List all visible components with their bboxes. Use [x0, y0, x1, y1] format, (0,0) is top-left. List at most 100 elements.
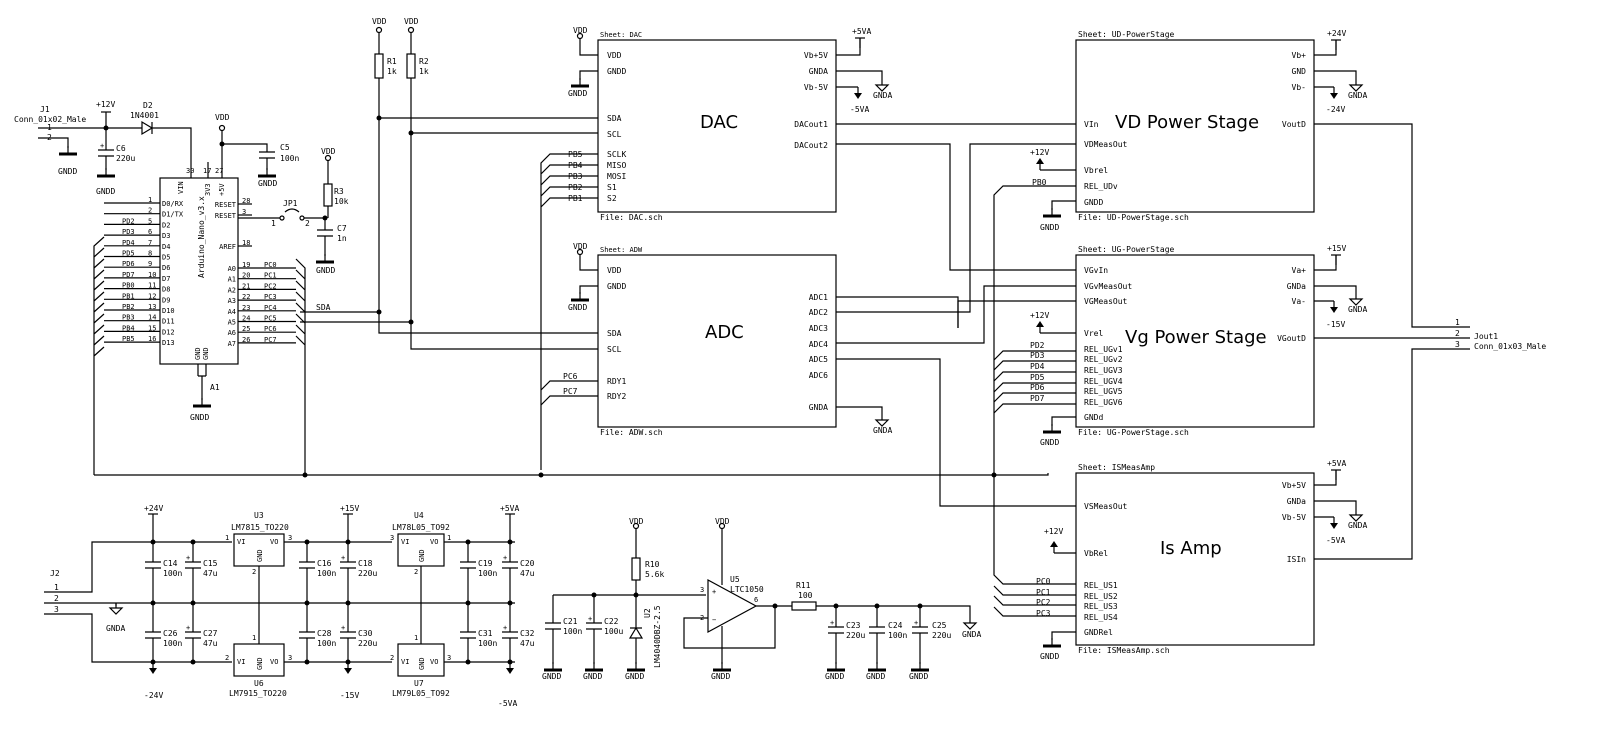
sheet-is-amp[interactable]: Sheet: ISMeasAmp File: ISMeasAmp.sch Is … [1036, 463, 1315, 655]
pin-label: A0 [228, 265, 236, 273]
pin-label: Vb+ [1292, 51, 1307, 60]
pin-label: RESET [215, 212, 237, 220]
sheet-vg-file: File: UG-PowerStage.sch [1078, 428, 1189, 437]
component-value: 220u [846, 631, 865, 640]
pin-label: GND [194, 347, 202, 360]
jumper-jp1[interactable]: JP1 1 2 [271, 199, 310, 228]
resistor-r1[interactable]: R1 1k [374, 44, 397, 312]
net-label: -15V [340, 691, 359, 700]
pin-number: 9 [148, 260, 152, 268]
net-label: GNDD [258, 179, 277, 188]
component-ref: C30 [358, 629, 373, 638]
net-label: PD7 [1030, 394, 1045, 403]
svg-text:+: + [503, 554, 507, 562]
component-value: 10k [334, 197, 349, 206]
sheet-adc[interactable]: Sheet: ADW File: ADW.sch ADC VDD GNDD SD… [563, 246, 837, 437]
pin-label: VDD [607, 51, 622, 60]
net-label: VDD [321, 147, 336, 156]
component-ref: J2 [50, 569, 60, 578]
capacitor-c22[interactable]: + C22 100u [586, 595, 623, 664]
net-label: PC0 [1036, 577, 1051, 586]
pin-number: 5 [148, 217, 152, 225]
pin-label: VI [237, 658, 245, 666]
pin-label: VI [401, 658, 409, 666]
reference-u2[interactable]: U2 LM4040DBZ-2.5 [628, 595, 662, 668]
pin-number: 20 [242, 272, 250, 280]
sheet-vg-power-stage[interactable]: Sheet: UG-PowerStage File: UG-PowerStage… [1030, 245, 1315, 437]
component-value: 100n [888, 631, 907, 640]
pin-number: 28 [242, 197, 250, 205]
resistor-r3[interactable]: R3 10k [323, 172, 349, 218]
pin-label: GNDa [1287, 282, 1306, 291]
diode-d2[interactable]: D2 1N4001 [130, 101, 159, 136]
component-value: 1k [419, 67, 429, 76]
pin-label: VGoutD [1277, 334, 1306, 343]
pin-label: Vbrel [1084, 166, 1108, 175]
net-label: GNDD [1040, 438, 1059, 447]
resistor-r2[interactable]: R2 1k [406, 44, 429, 322]
component-value: 220u [358, 569, 377, 578]
pin-number: 22 [242, 293, 250, 301]
component-value: 220u [932, 631, 951, 640]
component-value: 100n [563, 627, 582, 636]
capacitor-c5[interactable]: C5 100n [259, 143, 299, 170]
pin-label: VI [237, 538, 245, 546]
net-label: PC1 [264, 272, 277, 280]
capacitor-c25[interactable]: + C25 220u [912, 606, 951, 664]
capacitor-c23[interactable]: + C23 220u [828, 606, 865, 664]
component-value: 100n [317, 639, 336, 648]
pin-number: 25 [242, 325, 250, 333]
pin-number: 1 [271, 219, 276, 228]
net-label: PC3 [264, 293, 277, 301]
opamp-u5[interactable]: + − 3 2 6 U5 LTC1050 [700, 575, 764, 634]
resistor-r10[interactable]: R10 5.6k [631, 540, 664, 595]
pin-label: S1 [607, 183, 617, 192]
component-ref: R11 [796, 581, 811, 590]
pin-label: A2 [228, 286, 236, 294]
component-ref: C7 [337, 224, 347, 233]
arduino-nano-a1[interactable]: Arduino_Nano_v3.x A1 VIN 30 17 27 3V3 +5… [104, 144, 296, 392]
capacitor-c6[interactable]: + C6 220u [98, 142, 135, 170]
component-value: 47u [520, 569, 535, 578]
net-label: +15V [1327, 244, 1346, 253]
pin-label: REL_US4 [1084, 613, 1118, 622]
regulator-u3[interactable]: VI VO GND 1 3 2 U3 LM7815_TO220 [225, 511, 292, 576]
net-label: -24V [1326, 105, 1345, 114]
sheet-adc-file: File: ADW.sch [600, 428, 663, 437]
connector-jout1[interactable]: 1 2 3 Jout1 Conn_01x03_Male [1455, 318, 1546, 351]
pin-label: D13 [162, 339, 175, 347]
capacitor-c24[interactable]: C24 100n [869, 606, 907, 664]
pin-number: 2 [1455, 329, 1460, 338]
component-ref: U4 [414, 511, 424, 520]
net-label: +15V [340, 504, 359, 513]
sheet-vd-power-stage[interactable]: Sheet: UD-PowerStage File: UD-PowerStage… [1032, 30, 1315, 222]
capacitor-c7[interactable]: C7 1n [317, 218, 347, 256]
component-value: Arduino_Nano_v3.x [197, 196, 206, 278]
svg-text:+: + [588, 615, 592, 623]
connector-j2[interactable]: J2 1 2 3 [44, 569, 60, 615]
sheet-dac[interactable]: Sheet: DAC File: DAC.sch DAC VDD GNDD SD… [568, 31, 837, 222]
pin-number: 3 [700, 586, 704, 594]
pin-number: 13 [148, 303, 156, 311]
component-ref: C5 [280, 143, 290, 152]
net-label: +24V [1327, 29, 1346, 38]
capacitor-c21[interactable]: C21 100n [545, 595, 582, 664]
resistor-r11[interactable]: R11 100 [791, 581, 817, 611]
component-ref: J1 [40, 105, 50, 114]
component-ref: U6 [254, 679, 264, 688]
connector-j1[interactable]: J1 Conn_01x02_Male 1 2 [14, 105, 86, 142]
net-label: GNDD [58, 167, 77, 176]
